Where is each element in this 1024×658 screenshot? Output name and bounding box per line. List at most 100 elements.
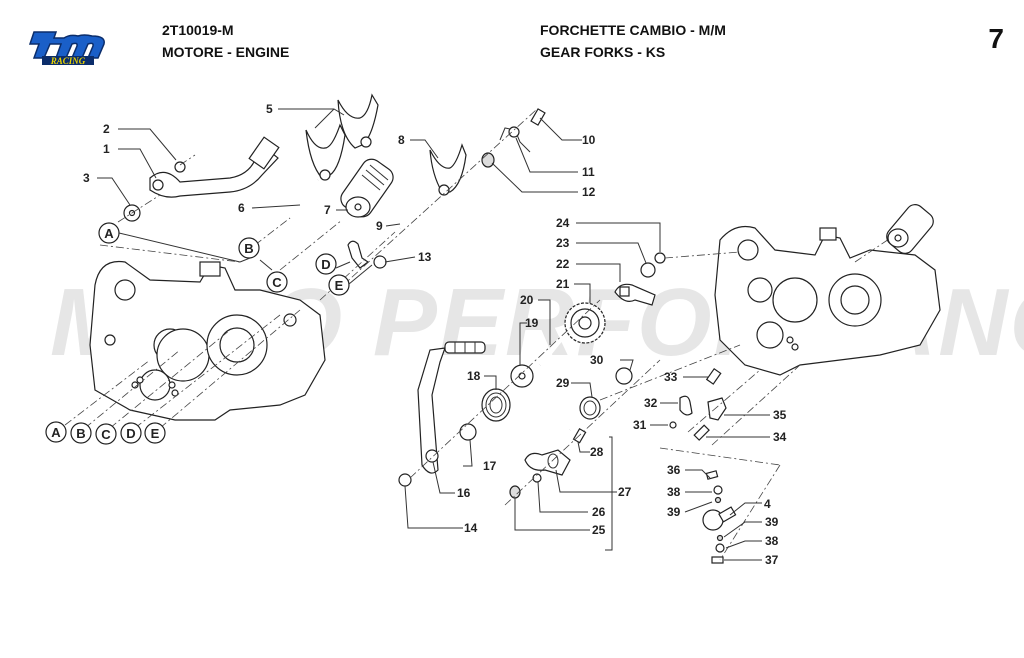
bubble-e-upper: E (328, 274, 350, 296)
bubble-d-upper: D (315, 253, 337, 275)
callout-33: 33 (664, 370, 678, 384)
bubble-c-upper: C (266, 271, 288, 293)
callout-12: 12 (582, 185, 596, 199)
screw-31 (669, 421, 677, 429)
callout-6: 6 (238, 201, 245, 215)
svg-text:D: D (321, 257, 330, 272)
callout-36: 36 (667, 463, 681, 477)
seal (459, 423, 477, 441)
fitting-33 (705, 367, 722, 385)
shift-fork-single (429, 143, 467, 193)
bubble-a-lower: A (45, 421, 67, 443)
title-english: GEAR FORKS - KS (540, 44, 666, 60)
callout-18: 18 (467, 369, 481, 383)
gear-shift-lever (149, 136, 280, 198)
callout-10: 10 (582, 133, 596, 147)
bolt-head (398, 473, 412, 487)
svg-text:A: A (104, 226, 114, 241)
callout-37: 37 (765, 553, 779, 567)
callout-35: 35 (773, 408, 787, 422)
shift-forks (305, 93, 379, 181)
right-crankcase (714, 225, 941, 376)
callout-29: 29 (556, 376, 570, 390)
logo-tm-shape (28, 31, 105, 59)
callout-32: 32 (644, 396, 658, 410)
callout-19: 19 (525, 316, 539, 330)
callout-7: 7 (324, 203, 331, 217)
callout-28: 28 (590, 445, 604, 459)
callout-13: 13 (418, 250, 432, 264)
assembly-axes (64, 109, 896, 561)
svg-text:B: B (244, 241, 253, 256)
return-spring (579, 396, 601, 420)
callout-labels: 1 2 3 4 5 6 7 8 9 10 11 12 13 14 16 17 1… (83, 102, 787, 567)
svg-text:E: E (335, 278, 344, 293)
svg-text:A: A (51, 425, 61, 440)
callout-4: 4 (764, 497, 771, 511)
callout-21: 21 (556, 277, 570, 291)
callout-26: 26 (592, 505, 606, 519)
bubble-b-upper: B (238, 237, 260, 259)
callout-14: 14 (464, 521, 478, 535)
washer-26 (532, 473, 542, 483)
callout-34: 34 (773, 430, 787, 444)
callout-27: 27 (618, 485, 632, 499)
callout-25: 25 (592, 523, 606, 537)
shift-drum (340, 158, 394, 218)
bubble-b-lower: B (70, 422, 92, 444)
kickstart-gear (564, 302, 606, 344)
section-subtitle: MOTORE - ENGINE (162, 44, 290, 60)
bolt-34 (693, 424, 710, 441)
callout-38-upper: 38 (667, 485, 681, 499)
svg-text:C: C (101, 427, 111, 442)
plate-32 (679, 395, 693, 416)
sensor-assembly (702, 470, 737, 564)
bubble-e-lower: E (144, 422, 166, 444)
circlip-23 (640, 262, 656, 278)
circlip (174, 161, 186, 173)
roller (373, 255, 387, 269)
part-code: 2T10019-M (162, 22, 234, 38)
callout-38-lower: 38 (765, 534, 779, 548)
callout-31: 31 (633, 418, 647, 432)
tm-racing-logo: RACING (26, 24, 116, 66)
svg-text:E: E (151, 426, 160, 441)
bubble-c-lower: C (95, 423, 117, 445)
title-italian: FORCHETTE CAMBIO - M/M (540, 22, 726, 38)
callout-16: 16 (457, 486, 471, 500)
callout-11: 11 (582, 165, 595, 179)
callout-20: 20 (520, 293, 534, 307)
bracket-35 (707, 397, 727, 421)
bubble-d-lower: D (120, 422, 142, 444)
kick-starter-shaft (524, 428, 571, 476)
bubble-a-upper: A (98, 222, 120, 244)
callout-22: 22 (556, 257, 570, 271)
selector-spring-parts (481, 108, 546, 168)
selector-lever (347, 240, 370, 269)
kickstart-lever (417, 341, 486, 474)
reference-bubbles-lower: A B C D E (45, 421, 166, 445)
logo-racing-text: RACING (50, 56, 86, 66)
callout-8: 8 (398, 133, 405, 147)
kickstart-spring (481, 388, 511, 422)
kickstart-shaft (538, 328, 570, 367)
callout-9: 9 (376, 219, 383, 233)
page-number: 7 (988, 23, 1004, 54)
left-crankcase (89, 260, 326, 421)
shift-drum-assembled (886, 204, 934, 254)
callout-24: 24 (556, 216, 570, 230)
leader-lines (97, 108, 770, 561)
callout-39-upper: 39 (667, 505, 681, 519)
callout-1: 1 (103, 142, 110, 156)
callout-5: 5 (266, 102, 273, 116)
callout-23: 23 (556, 236, 570, 250)
callout-39-lower: 39 (765, 515, 779, 529)
circlip-24 (654, 252, 666, 264)
callout-3: 3 (83, 171, 90, 185)
callout-17: 17 (483, 459, 497, 473)
svg-text:C: C (272, 275, 282, 290)
svg-text:B: B (76, 426, 85, 441)
callout-2: 2 (103, 122, 110, 136)
callout-30: 30 (590, 353, 604, 367)
